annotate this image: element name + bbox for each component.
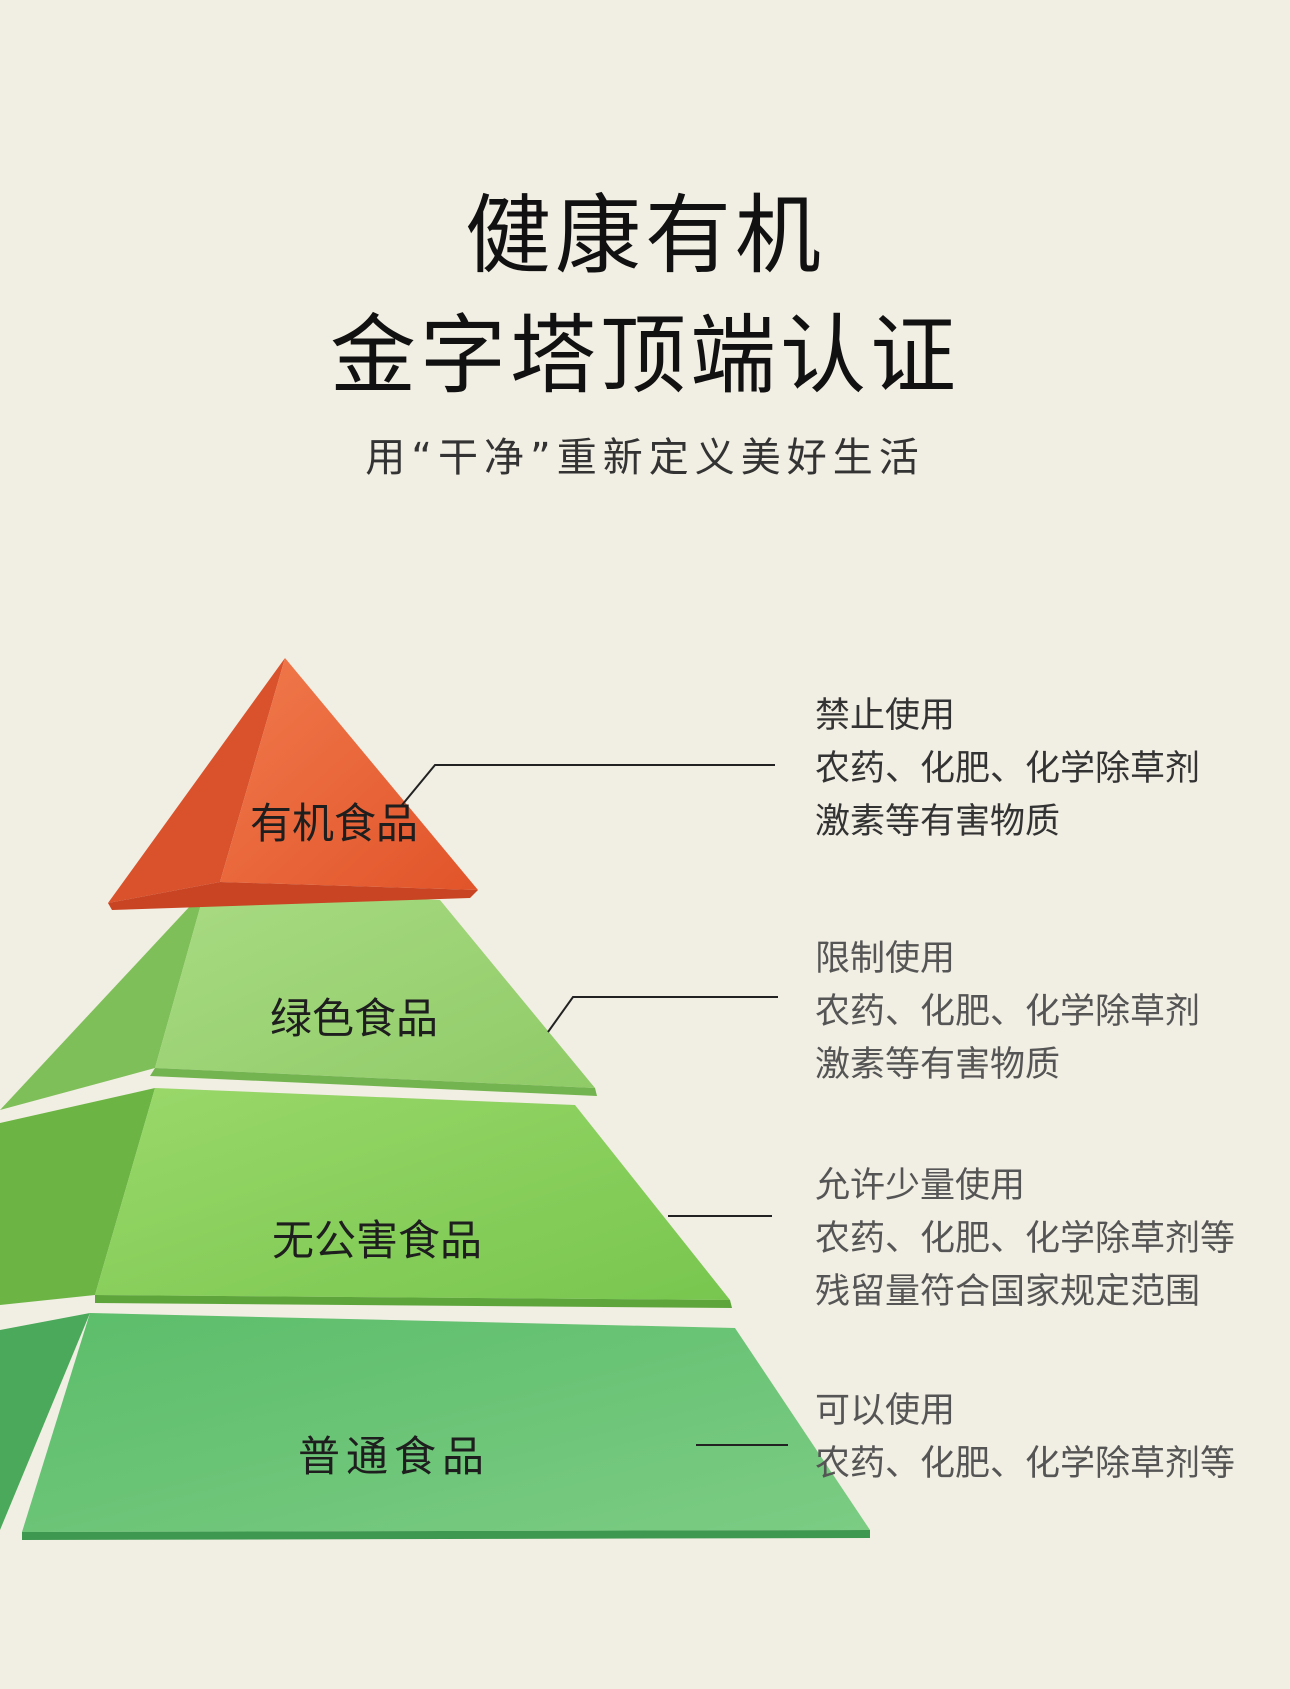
desc-pollution-free-line3: 残留量符合国家规定范围 — [815, 1272, 1201, 1312]
desc-green-line1: 限制使用 — [815, 939, 956, 979]
desc-common-line1: 可以使用 — [815, 1391, 956, 1431]
desc-common-line2: 农药、化肥、化学除草剂等 — [815, 1444, 1236, 1484]
page-subtitle: 用“干净”重新定义美好生活 — [365, 435, 925, 481]
desc-green: 限制使用 农药、化肥、化学除草剂 激素等有害物质 — [815, 933, 1200, 1092]
leader-line-green — [547, 996, 778, 1033]
desc-green-line2: 农药、化肥、化学除草剂 — [815, 992, 1201, 1032]
page-title-line1: 健康有机 — [465, 186, 825, 286]
desc-organic-line2: 农药、化肥、化学除草剂 — [815, 749, 1201, 789]
tier-label-common: 普通食品 — [298, 1432, 491, 1481]
tier-common-food — [0, 1313, 870, 1540]
desc-organic-line1: 禁止使用 — [815, 696, 956, 736]
desc-pollution-free-line1: 允许少量使用 — [815, 1166, 1026, 1206]
desc-green-line3: 激素等有害物质 — [815, 1045, 1061, 1085]
tier-label-green: 绿色食品 — [270, 994, 439, 1043]
desc-pollution-free-line2: 农药、化肥、化学除草剂等 — [815, 1219, 1236, 1259]
page-title-line2: 金字塔顶端认证 — [330, 306, 960, 406]
desc-organic: 禁止使用 农药、化肥、化学除草剂 激素等有害物质 — [815, 690, 1200, 849]
desc-pollution-free: 允许少量使用 农药、化肥、化学除草剂等 残留量符合国家规定范围 — [815, 1160, 1235, 1319]
tier-label-pollution-free: 无公害食品 — [272, 1216, 483, 1265]
tier-label-organic: 有机食品 — [250, 799, 419, 848]
tier-pollution-free-food — [0, 1088, 732, 1308]
tier-organic-food — [108, 658, 478, 910]
desc-organic-line3: 激素等有害物质 — [815, 802, 1061, 842]
leader-line-organic — [401, 764, 775, 806]
tier-green-food — [0, 890, 597, 1110]
desc-common: 可以使用 农药、化肥、化学除草剂等 — [815, 1385, 1235, 1491]
